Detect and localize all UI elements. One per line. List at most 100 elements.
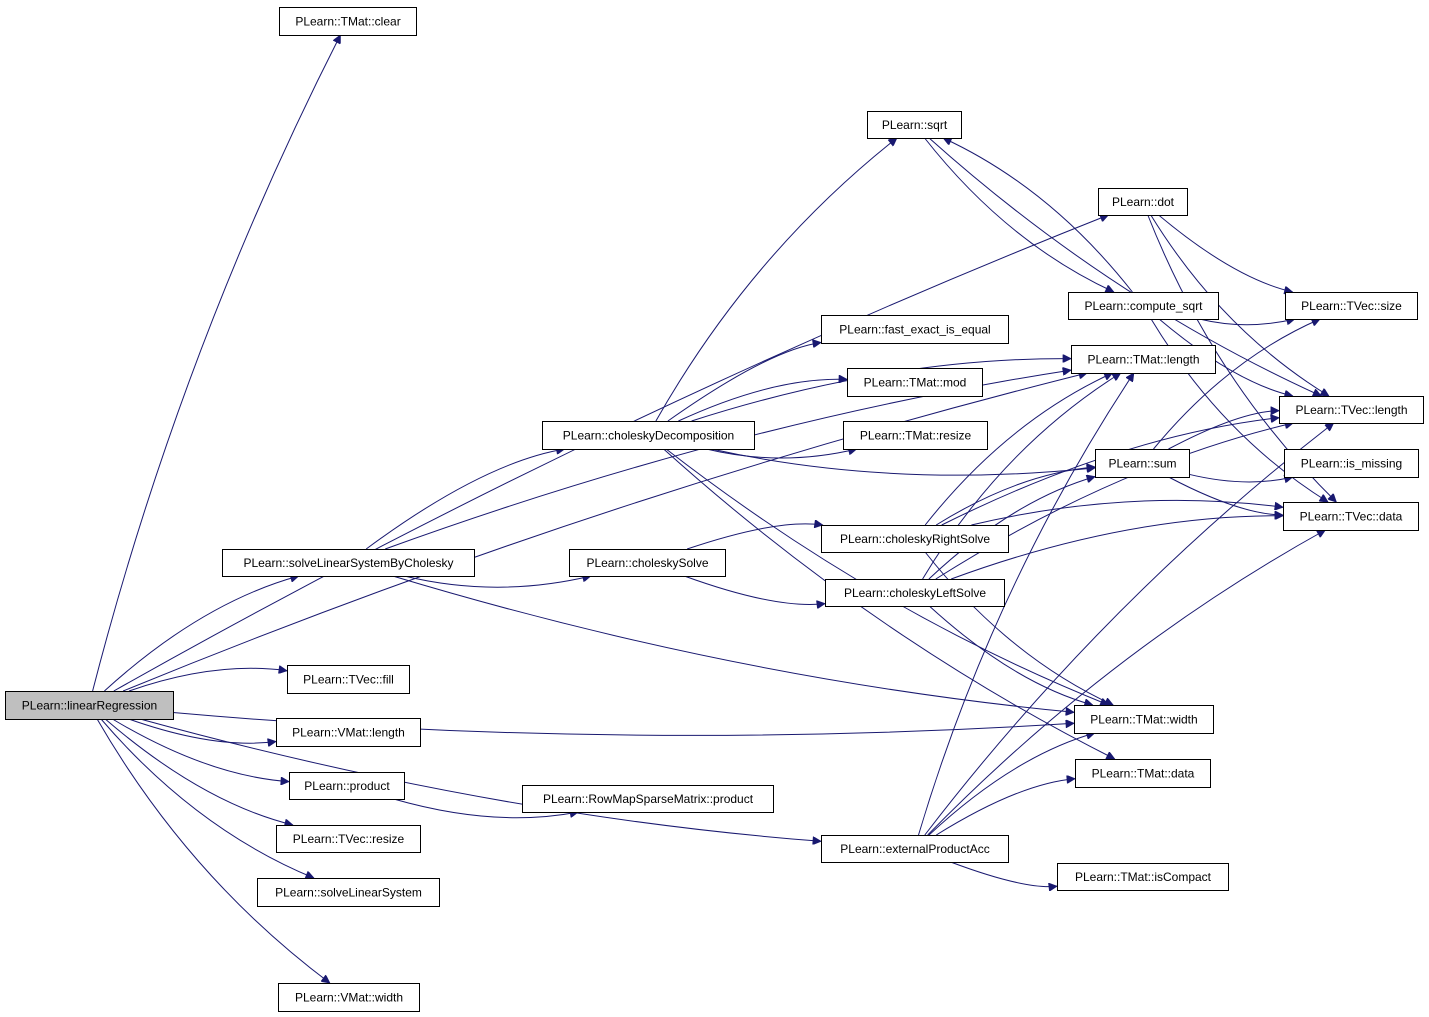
node-solveLinearSystem[interactable]: PLearn::solveLinearSystem xyxy=(257,878,440,907)
node-tvec_size[interactable]: PLearn::TVec::size xyxy=(1285,292,1418,320)
node-choleskyRightSolve[interactable]: PLearn::choleskyRightSolve xyxy=(821,525,1009,553)
edge-sqrt-to-compute_sqrt xyxy=(924,137,1114,292)
node-tmat_mod[interactable]: PLearn::TMat::mod xyxy=(847,368,983,397)
node-tmat_isCompact[interactable]: PLearn::TMat::isCompact xyxy=(1057,863,1229,891)
node-label-dot: PLearn::dot xyxy=(1112,195,1175,209)
node-box-is_missing[interactable] xyxy=(1284,449,1419,478)
node-box-tvec_data[interactable] xyxy=(1283,502,1419,531)
edge-choleskyLeftSolve-to-tvec_length xyxy=(935,423,1293,580)
node-label-solveLinearSystemByCholesky: PLearn::solveLinearSystemByCholesky xyxy=(243,556,453,570)
node-box-rowmap_product[interactable] xyxy=(522,785,774,813)
node-label-tvec_fill: PLearn::TVec::fill xyxy=(303,673,394,687)
node-box-tmat_mod[interactable] xyxy=(847,368,983,397)
node-box-solveLinearSystem[interactable] xyxy=(257,878,440,907)
node-tvec_data[interactable]: PLearn::TVec::data xyxy=(1283,502,1419,531)
node-rowmap_product[interactable]: PLearn::RowMapSparseMatrix::product xyxy=(522,785,774,813)
node-label-vmat_width: PLearn::VMat::width xyxy=(295,991,403,1005)
node-label-tvec_size: PLearn::TVec::size xyxy=(1301,299,1402,313)
node-box-tmat_length[interactable] xyxy=(1071,345,1216,374)
edge-linearRegression-to-tvec_fill xyxy=(128,668,287,692)
edge-externalProductAcc-to-tvec_data xyxy=(927,529,1326,836)
node-sqrt[interactable]: PLearn::sqrt xyxy=(867,111,962,139)
node-box-sum[interactable] xyxy=(1095,449,1190,478)
node-box-linearRegression[interactable] xyxy=(5,691,174,720)
node-box-compute_sqrt[interactable] xyxy=(1068,292,1219,320)
node-label-solveLinearSystem: PLearn::solveLinearSystem xyxy=(275,886,422,900)
node-box-tvec_length[interactable] xyxy=(1279,396,1424,424)
node-box-vmat_width[interactable] xyxy=(278,983,420,1012)
node-fast_exact_is_equal[interactable]: PLearn::fast_exact_is_equal xyxy=(821,315,1009,344)
edge-linearRegression-to-vmat_width xyxy=(96,718,330,983)
node-box-solveLinearSystemByCholesky[interactable] xyxy=(222,549,475,577)
node-box-fast_exact_is_equal[interactable] xyxy=(821,315,1009,344)
node-box-choleskyRightSolve[interactable] xyxy=(821,525,1009,553)
node-box-choleskyLeftSolve[interactable] xyxy=(825,579,1005,607)
node-tvec_length[interactable]: PLearn::TVec::length xyxy=(1279,396,1424,424)
node-box-tmat_width[interactable] xyxy=(1074,705,1214,734)
edge-choleskySolve-to-choleskyLeftSolve xyxy=(684,575,825,605)
edge-sum-to-tvec_data xyxy=(1168,476,1283,515)
node-tmat_length[interactable]: PLearn::TMat::length xyxy=(1071,345,1216,374)
node-choleskySolve[interactable]: PLearn::choleskySolve xyxy=(569,549,726,577)
edge-choleskyDecomposition-to-tmat_resize xyxy=(706,449,856,459)
node-box-tvec_fill[interactable] xyxy=(287,665,410,694)
node-choleskyDecomposition[interactable]: PLearn::choleskyDecomposition xyxy=(542,421,755,450)
node-vmat_length[interactable]: PLearn::VMat::length xyxy=(276,718,421,747)
node-box-tvec_resize[interactable] xyxy=(276,825,421,853)
node-is_missing[interactable]: PLearn::is_missing xyxy=(1284,449,1419,478)
edge-solveLinearSystemByCholesky-to-choleskyDecomposition xyxy=(365,449,564,550)
node-label-tmat_length: PLearn::TMat::length xyxy=(1087,353,1199,367)
edge-linearRegression-to-externalProductAcc xyxy=(139,718,821,841)
nodes-layer: PLearn::linearRegression PLearn::TMat::cl… xyxy=(5,7,1424,1012)
node-linearRegression[interactable]: PLearn::linearRegression xyxy=(5,691,174,720)
node-label-tvec_resize: PLearn::TVec::resize xyxy=(293,832,405,846)
node-label-product: PLearn::product xyxy=(304,779,390,793)
node-box-dot[interactable] xyxy=(1098,188,1188,216)
node-label-tmat_resize: PLearn::TMat::resize xyxy=(860,429,972,443)
node-externalProductAcc[interactable]: PLearn::externalProductAcc xyxy=(821,835,1009,863)
node-label-tmat_clear: PLearn::TMat::clear xyxy=(295,15,400,29)
edge-linearRegression-to-tvec_resize xyxy=(104,718,293,825)
node-box-tvec_size[interactable] xyxy=(1285,292,1418,320)
node-box-choleskyDecomposition[interactable] xyxy=(542,421,755,450)
node-label-choleskyLeftSolve: PLearn::choleskyLeftSolve xyxy=(844,586,986,600)
node-box-tmat_clear[interactable] xyxy=(279,7,417,36)
edge-sum-to-tvec_length xyxy=(1168,411,1280,450)
edge-product-to-rowmap_product xyxy=(393,798,579,819)
edge-choleskyRightSolve-to-sum xyxy=(935,467,1095,526)
edge-linearRegression-to-tmat_length xyxy=(122,373,1087,692)
node-box-sqrt[interactable] xyxy=(867,111,962,139)
node-product[interactable]: PLearn::product xyxy=(289,772,405,800)
node-dot[interactable]: PLearn::dot xyxy=(1098,188,1188,216)
node-compute_sqrt[interactable]: PLearn::compute_sqrt xyxy=(1068,292,1219,320)
node-sum[interactable]: PLearn::sum xyxy=(1095,449,1190,478)
edge-dot-to-tvec_size xyxy=(1158,214,1293,292)
node-box-tmat_resize[interactable] xyxy=(843,421,988,450)
node-box-tmat_data[interactable] xyxy=(1075,759,1211,788)
node-label-sqrt: PLearn::sqrt xyxy=(882,118,948,132)
node-box-product[interactable] xyxy=(289,772,405,800)
edge-choleskyRightSolve-to-tmat_length xyxy=(924,373,1112,526)
node-label-linearRegression: PLearn::linearRegression xyxy=(22,699,157,713)
edge-externalProductAcc-to-tmat_length xyxy=(918,373,1134,836)
node-tmat_width[interactable]: PLearn::TMat::width xyxy=(1074,705,1214,734)
node-tmat_data[interactable]: PLearn::TMat::data xyxy=(1075,759,1211,788)
node-label-tvec_length: PLearn::TVec::length xyxy=(1295,403,1407,417)
node-tmat_clear[interactable]: PLearn::TMat::clear xyxy=(279,7,417,36)
node-tvec_fill[interactable]: PLearn::TVec::fill xyxy=(287,665,410,694)
edge-choleskyDecomposition-to-fast_exact_is_equal xyxy=(667,343,821,422)
node-label-rowmap_product: PLearn::RowMapSparseMatrix::product xyxy=(543,792,754,806)
node-label-fast_exact_is_equal: PLearn::fast_exact_is_equal xyxy=(839,323,990,337)
node-tmat_resize[interactable]: PLearn::TMat::resize xyxy=(843,421,988,450)
node-box-vmat_length[interactable] xyxy=(276,718,421,747)
node-box-choleskySolve[interactable] xyxy=(569,549,726,577)
edge-externalProductAcc-to-tmat_width xyxy=(928,733,1095,836)
node-tvec_resize[interactable]: PLearn::TVec::resize xyxy=(276,825,421,853)
node-vmat_width[interactable]: PLearn::VMat::width xyxy=(278,983,420,1012)
node-label-tvec_data: PLearn::TVec::data xyxy=(1300,510,1403,524)
node-label-sum: PLearn::sum xyxy=(1108,457,1176,471)
node-box-externalProductAcc[interactable] xyxy=(821,835,1009,863)
node-choleskyLeftSolve[interactable]: PLearn::choleskyLeftSolve xyxy=(825,579,1005,607)
node-box-tmat_isCompact[interactable] xyxy=(1057,863,1229,891)
node-solveLinearSystemByCholesky[interactable]: PLearn::solveLinearSystemByCholesky xyxy=(222,549,475,577)
